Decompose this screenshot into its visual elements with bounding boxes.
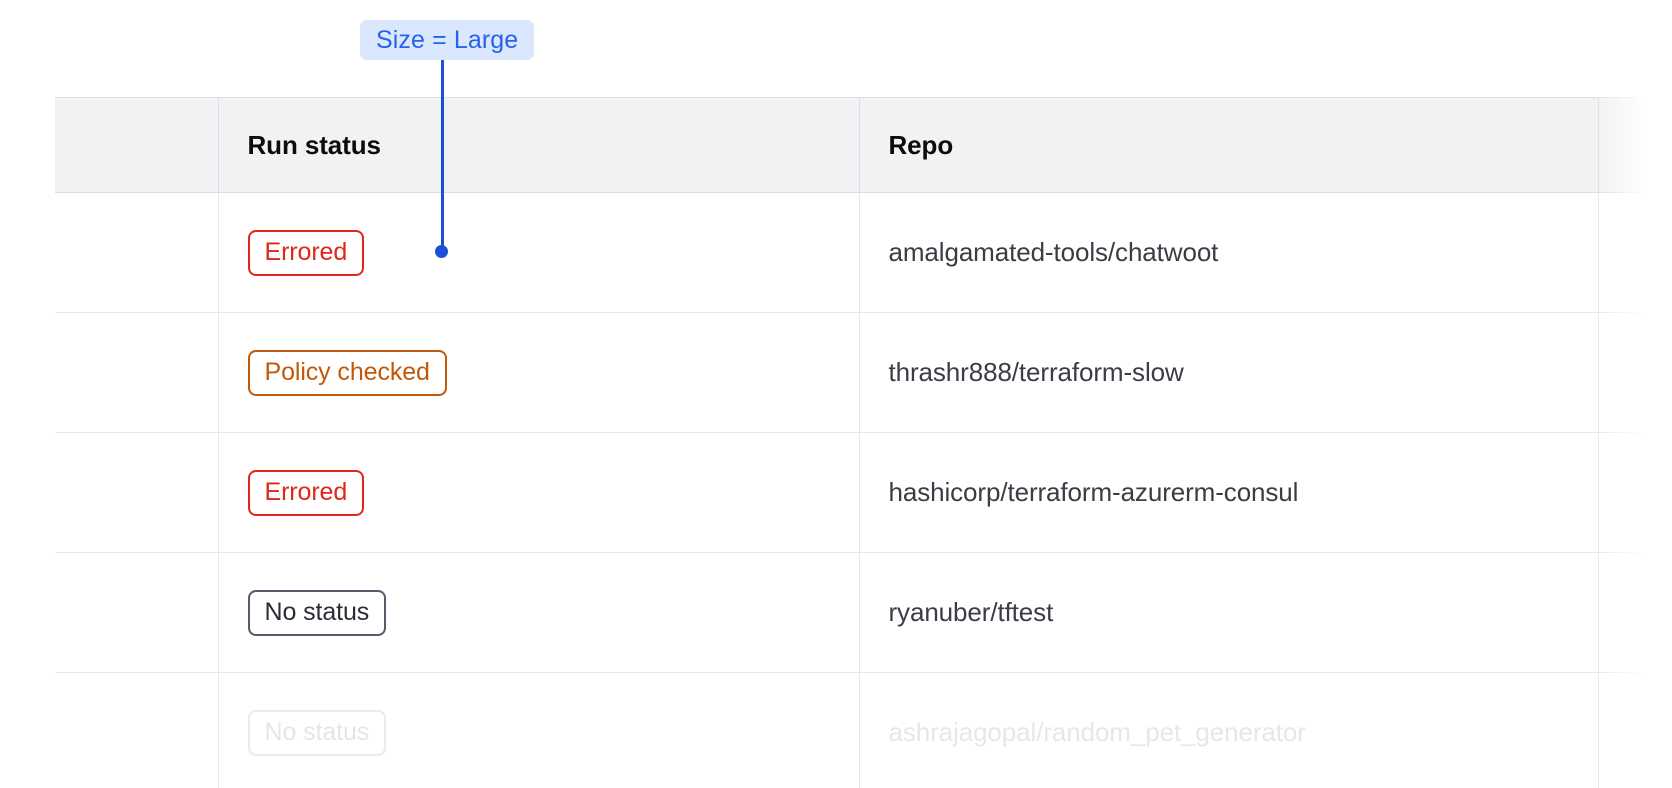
runs-table-viewport[interactable]: Run status Repo Errored amalgamated-tools… [0,97,1672,788]
annotation-label-text: Size = Large [376,25,519,54]
row-select-cell[interactable] [55,312,219,433]
status-badge-label: No status [264,718,370,746]
status-badge[interactable]: No status [247,709,387,756]
row-select-cell[interactable] [55,672,219,788]
run-status-cell: No status [218,672,860,788]
annotation-label-size-large: Size = Large [360,20,535,60]
extra-cell [1598,432,1672,553]
extra-cell [1598,192,1672,313]
repo-link[interactable]: ryanuber/tftest [888,597,1054,627]
row-select-cell[interactable] [55,192,219,313]
status-badge-label: Errored [264,238,348,266]
repo-cell: hashicorp/terraform-azurerm-consul [859,432,1599,553]
table-row[interactable]: No status ryanuber/tftest [55,552,1672,673]
column-header-extra[interactable] [1598,97,1672,193]
row-select-cell[interactable] [55,552,219,673]
column-header-run-status[interactable]: Run status [218,97,860,193]
row-select-cell[interactable] [55,432,219,553]
repo-cell: amalgamated-tools/chatwoot [859,192,1599,313]
status-badge[interactable]: Errored [247,229,365,276]
status-badge[interactable]: Errored [247,469,365,516]
table-header: Run status Repo [55,97,1672,193]
table-row[interactable]: No status ashrajagopal/random_pet_generat… [55,672,1672,788]
status-badge-label: No status [264,598,370,626]
table-row[interactable]: Policy checked thrashr888/terraform-slow [55,312,1672,433]
repo-cell: ryanuber/tftest [859,552,1599,673]
repo-cell: thrashr888/terraform-slow [859,312,1599,433]
status-badge[interactable]: Policy checked [247,349,447,396]
run-status-cell: Policy checked [218,312,860,433]
extra-cell [1598,312,1672,433]
column-header-select[interactable] [55,97,219,193]
repo-link[interactable]: thrashr888/terraform-slow [888,357,1184,387]
runs-table: Run status Repo Errored amalgamated-tools… [55,97,1672,788]
repo-link[interactable]: ashrajagopal/random_pet_generator [888,717,1306,747]
table-row[interactable]: Errored amalgamated-tools/chatwoot [55,192,1672,313]
run-status-cell: Errored [218,432,860,553]
status-badge[interactable]: No status [247,589,387,636]
table-row[interactable]: Errored hashicorp/terraform-azurerm-consu… [55,432,1672,553]
run-status-cell: Errored [218,192,860,313]
repo-cell: ashrajagopal/random_pet_generator [859,672,1599,788]
column-header-repo[interactable]: Repo [859,97,1599,193]
repo-link[interactable]: amalgamated-tools/chatwoot [888,237,1219,267]
run-status-cell: No status [218,552,860,673]
table-header-row: Run status Repo [55,97,1672,193]
extra-cell [1598,552,1672,673]
extra-cell [1598,672,1672,788]
status-badge-label: Policy checked [264,358,430,386]
repo-link[interactable]: hashicorp/terraform-azurerm-consul [888,477,1299,507]
status-badge-label: Errored [264,478,348,506]
